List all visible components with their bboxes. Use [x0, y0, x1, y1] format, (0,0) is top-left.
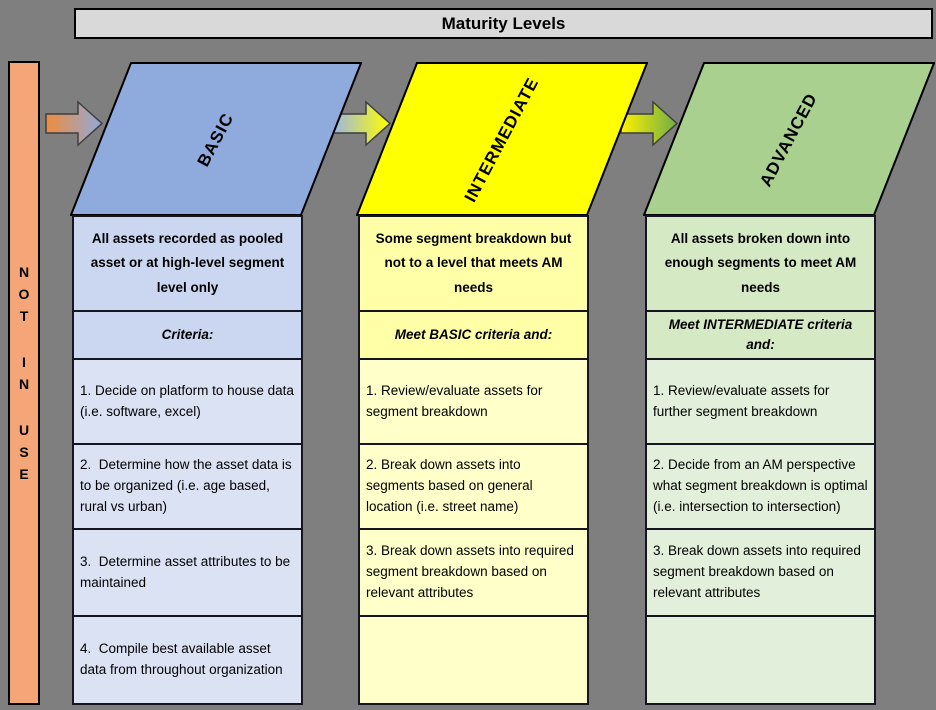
column-basic: BASIC All assets recorded as pooled asse…	[70, 62, 362, 705]
advanced-criteria-header: Meet INTERMEDIATE criteria and:	[647, 310, 874, 358]
intermediate-table: Some segment breakdown but not to a leve…	[358, 215, 589, 705]
basic-item-1: 1. Decide on platform to house data (i.e…	[74, 358, 301, 443]
not-in-use-letter: E	[19, 466, 29, 482]
intermediate-item-4-empty	[360, 615, 587, 703]
basic-table: All assets recorded as pooled asset or a…	[72, 215, 303, 705]
basic-item-4: 4. Compile best available asset data fro…	[74, 615, 301, 703]
basic-criteria-header: Criteria:	[74, 310, 301, 358]
intermediate-description: Some segment breakdown but not to a leve…	[360, 217, 587, 310]
intermediate-criteria-header: Meet BASIC criteria and:	[360, 310, 587, 358]
intermediate-item-2: 2. Break down assets into segments based…	[360, 443, 587, 528]
advanced-item-1: 1. Review/evaluate assets for further se…	[647, 358, 874, 443]
diagram-title: Maturity Levels	[441, 13, 566, 33]
advanced-table: All assets broken down into enough segme…	[645, 215, 876, 705]
arrow-to-basic-icon	[45, 100, 103, 147]
advanced-item-3: 3. Break down assets into required segme…	[647, 528, 874, 615]
diagram-title-bar: Maturity Levels	[74, 8, 933, 39]
not-in-use-letter: N	[18, 376, 30, 392]
not-in-use-letter: I	[22, 354, 26, 370]
column-advanced: ADVANCED All assets broken down into eno…	[643, 62, 935, 705]
intermediate-item-1: 1. Review/evaluate assets for segment br…	[360, 358, 587, 443]
advanced-description: All assets broken down into enough segme…	[647, 217, 874, 310]
not-in-use-letter: T	[19, 308, 29, 324]
arrow-basic-to-intermediate-icon	[333, 100, 391, 147]
not-in-use-letter: U	[18, 422, 30, 438]
not-in-use-letter: N	[18, 264, 30, 280]
basic-item-3: 3. Determine asset attributes to be main…	[74, 528, 301, 615]
not-in-use-letter: S	[19, 444, 29, 460]
advanced-item-4-empty	[647, 615, 874, 703]
arrow-intermediate-to-advanced-icon	[620, 100, 678, 147]
not-in-use-bar: N O T I N U S E	[8, 61, 40, 705]
advanced-item-2: 2. Decide from an AM perspective what se…	[647, 443, 874, 528]
column-intermediate: INTERMEDIATE Some segment breakdown but …	[356, 62, 648, 705]
basic-description: All assets recorded as pooled asset or a…	[74, 217, 301, 310]
basic-item-2: 2. Determine how the asset data is to be…	[74, 443, 301, 528]
not-in-use-letter: O	[18, 286, 30, 302]
intermediate-item-3: 3. Break down assets into required segme…	[360, 528, 587, 615]
